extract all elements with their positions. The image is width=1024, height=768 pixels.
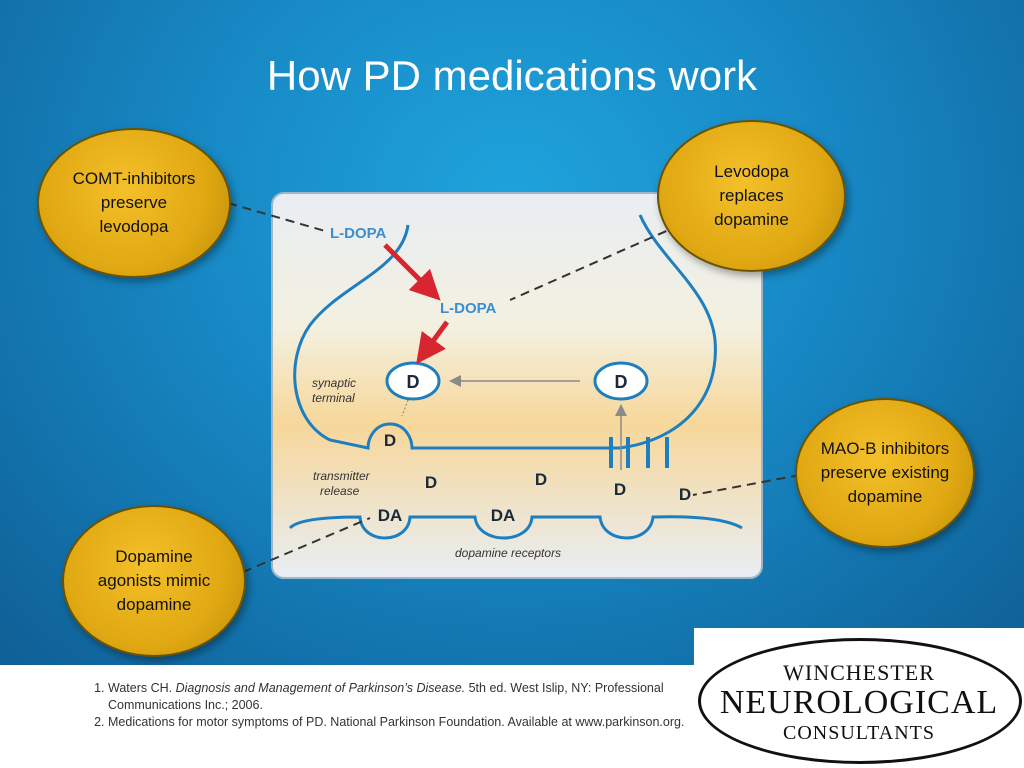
dopamine-receptors-label: dopamine receptors <box>455 546 561 560</box>
maob-inhibitors-callout: MAO-B inhibitors preserve existing dopam… <box>795 398 975 548</box>
vesicle-left-label: D <box>407 372 420 392</box>
free-dopamine-1: D <box>425 473 437 492</box>
logo-line-3: CONSULTANTS <box>782 722 935 744</box>
receptor-da-2: DA <box>491 506 516 525</box>
ldopa-label-top: L-DOPA <box>330 225 387 242</box>
receptor-da-1: DA <box>378 506 403 525</box>
postsynaptic-membrane <box>288 515 743 540</box>
callout-connectors <box>227 202 801 573</box>
transporter-channels <box>609 437 669 468</box>
ldopa-label-mid: L-DOPA <box>440 300 497 317</box>
winchester-logo: WINCHESTER NEUROLOGICAL CONSULTANTS <box>694 628 1024 768</box>
dopamine-agonists-callout: Dopamine agonists mimic dopamine <box>62 505 246 657</box>
vesicle-left <box>385 361 441 401</box>
free-dopamine-4: D <box>679 485 691 504</box>
presynaptic-terminal-outline <box>293 214 717 450</box>
release-vesicle-label: D <box>384 431 396 450</box>
logo-line-1: WINCHESTER <box>783 660 935 685</box>
vesicle-right-label: D <box>615 372 628 392</box>
reference-1: Waters CH. Diagnosis and Management of P… <box>108 680 686 714</box>
free-dopamine-2: D <box>535 470 547 489</box>
release-arrow <box>401 399 409 417</box>
logo-line-2: NEUROLOGICAL <box>719 684 999 721</box>
ldopa-arrow-2 <box>416 320 450 365</box>
ldopa-arrow-1 <box>383 243 441 301</box>
slide-title: How PD medications work <box>266 52 758 99</box>
vesicle-right <box>593 361 649 401</box>
diagram-panel <box>271 192 763 579</box>
logo-oval <box>698 638 1022 764</box>
comt-inhibitors-callout: COMT-inhibitors preserve levodopa <box>37 128 231 278</box>
reference-2: Medications for motor symptoms of PD. Na… <box>108 714 686 731</box>
levodopa-callout: Levodopa replaces dopamine <box>657 120 846 272</box>
references: Waters CH. Diagnosis and Management of P… <box>86 680 686 731</box>
free-dopamine-3: D <box>614 480 626 499</box>
